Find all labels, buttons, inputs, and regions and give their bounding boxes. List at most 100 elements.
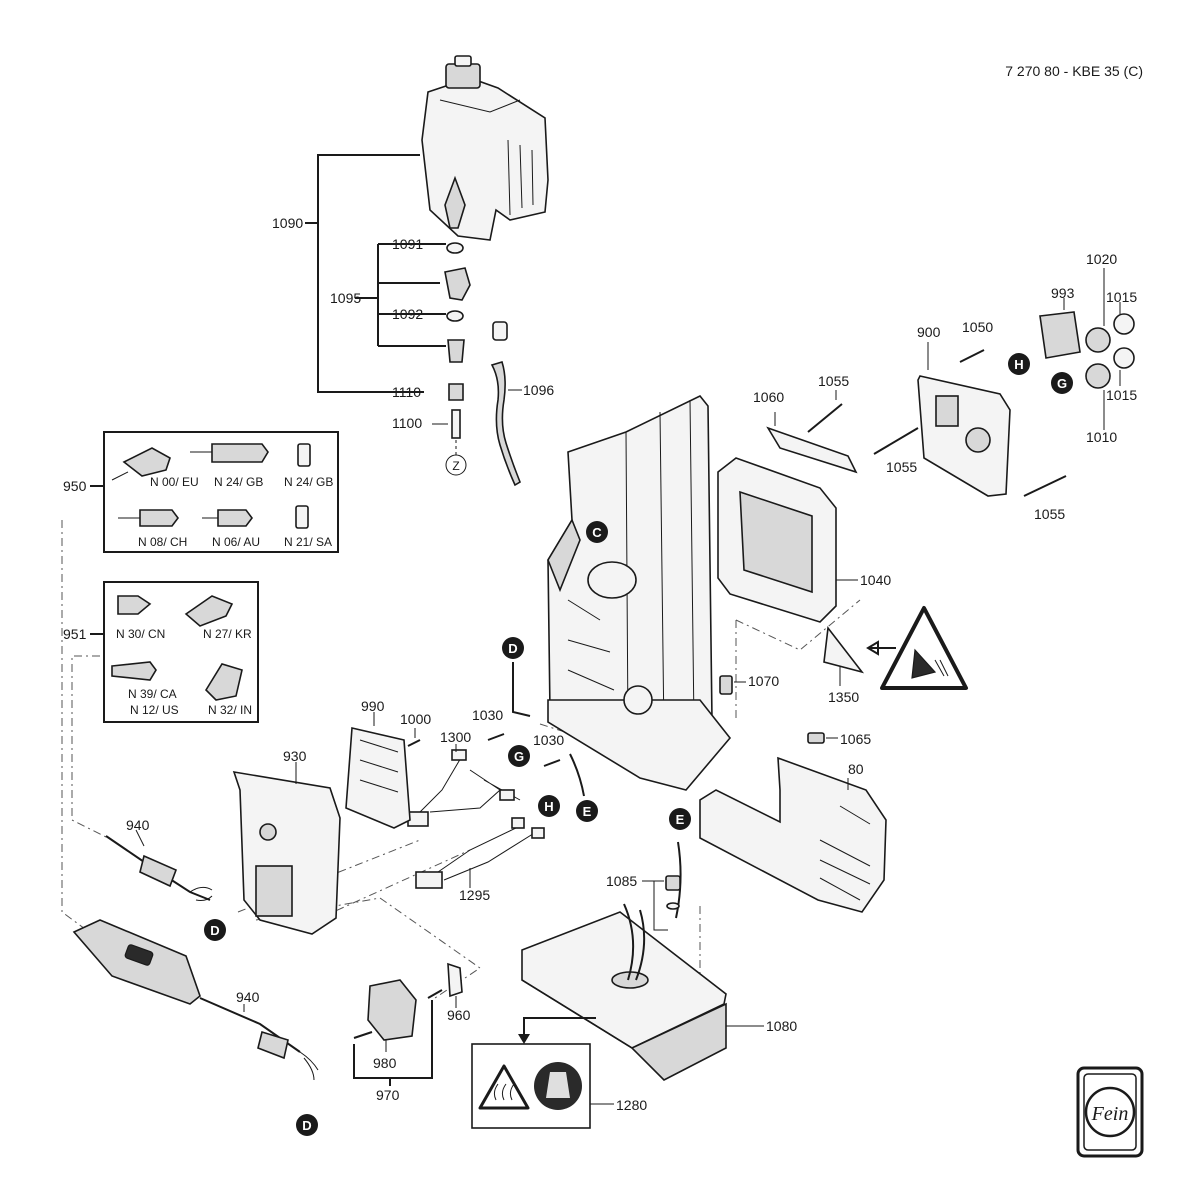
drill-stand-column xyxy=(547,395,732,791)
label-1030a: 1030 xyxy=(472,707,503,723)
label-970: 970 xyxy=(376,1087,400,1103)
label-1065: 1065 xyxy=(840,731,871,747)
svg-text:N 08/ CH: N 08/ CH xyxy=(138,535,187,549)
connector-d-cord1 xyxy=(204,919,226,941)
screw-1030a xyxy=(487,733,505,741)
plug-ch-icon xyxy=(118,509,179,527)
label-940a: 940 xyxy=(126,817,150,833)
plug-kr-icon xyxy=(184,595,234,627)
screw-1050 xyxy=(959,349,985,363)
screw-970a xyxy=(353,1031,373,1039)
label-1092: 1092 xyxy=(392,306,423,322)
connector-g-harness xyxy=(508,745,530,767)
label-1020: 1020 xyxy=(1086,251,1117,267)
label-900: 900 xyxy=(917,324,941,340)
label-1280: 1280 xyxy=(616,1097,647,1113)
label-1055c: 1055 xyxy=(1034,506,1065,522)
screw-1000 xyxy=(407,739,421,747)
svg-text:N 21/ SA: N 21/ SA xyxy=(284,535,332,549)
screw-1055b xyxy=(873,427,919,455)
plug-sa-icon xyxy=(295,505,309,529)
label-1055b: 1055 xyxy=(886,459,917,475)
harness-1295 xyxy=(415,817,545,889)
label-1090: 1090 xyxy=(272,215,303,231)
label-1000: 1000 xyxy=(400,711,431,727)
label-1060: 1060 xyxy=(753,389,784,405)
cap-980 xyxy=(367,979,417,1041)
label-990: 990 xyxy=(361,698,385,714)
label-1050: 1050 xyxy=(962,319,993,335)
connector-d-column xyxy=(502,637,524,659)
tube-1100 xyxy=(451,409,461,439)
label-1080: 1080 xyxy=(766,1018,797,1034)
connector-g-switch xyxy=(1051,372,1073,394)
ground-wire xyxy=(569,753,585,797)
label-1096: 1096 xyxy=(523,382,554,398)
label-1100: 1100 xyxy=(392,415,422,431)
connector-h-switch xyxy=(1008,353,1030,375)
svg-text:N 32/ IN: N 32/ IN xyxy=(208,703,252,717)
plug-gb-icon xyxy=(297,443,311,467)
clip-960 xyxy=(447,962,463,998)
power-cord-940-upper xyxy=(105,835,213,901)
label-1015a: 1015 xyxy=(1106,289,1137,305)
svg-text:E: E xyxy=(583,804,592,819)
connector-d-cord2 xyxy=(296,1114,318,1136)
screw-1055a xyxy=(807,403,843,433)
valve-1095 xyxy=(444,267,471,301)
label-80: 80 xyxy=(848,761,864,777)
screw-1055c xyxy=(1023,475,1067,497)
svg-text:D: D xyxy=(302,1118,311,1133)
svg-text:N 24/ GB: N 24/ GB xyxy=(214,475,263,489)
svg-text:N 39/ CA: N 39/ CA xyxy=(128,687,177,701)
fein-logo: Fein xyxy=(1076,1066,1144,1158)
plug-gb-cord-icon xyxy=(190,443,269,463)
fitting xyxy=(447,339,465,363)
switch-993 xyxy=(1039,311,1081,359)
label-1030b: 1030 xyxy=(533,732,564,748)
svg-text:N 24/ GB: N 24/ GB xyxy=(284,475,333,489)
label-1091: 1091 xyxy=(392,236,423,252)
coolant-hose-1096 xyxy=(490,321,521,487)
svg-text:Z: Z xyxy=(452,459,459,473)
label-1300: 1300 xyxy=(440,729,471,745)
svg-text:H: H xyxy=(544,799,553,814)
screw-1065 xyxy=(807,732,825,744)
svg-text:N 06/ AU: N 06/ AU xyxy=(212,535,260,549)
o-ring-1091 xyxy=(446,242,464,254)
nut-1110 xyxy=(448,383,464,401)
hot-surface-icon xyxy=(478,1064,530,1110)
svg-text:D: D xyxy=(508,641,517,656)
button-1010 xyxy=(1085,363,1111,389)
svg-text:E: E xyxy=(676,812,685,827)
label-1295: 1295 xyxy=(459,887,490,903)
connector-e-base xyxy=(669,808,691,830)
label-1055a: 1055 xyxy=(818,373,849,389)
label-1010: 1010 xyxy=(1086,429,1117,445)
cap-1015a xyxy=(1113,313,1135,335)
frame-1040 xyxy=(717,457,837,623)
pcb-990 xyxy=(345,727,411,829)
washer-1085 xyxy=(666,902,680,910)
connector-c xyxy=(586,521,608,543)
label-1095: 1095 xyxy=(330,290,361,306)
label-950: 950 xyxy=(63,478,87,494)
svg-text:N 12/ US: N 12/ US xyxy=(130,703,179,717)
warning-triangle-icon xyxy=(880,606,968,690)
coolant-tank xyxy=(421,55,549,241)
button-1020 xyxy=(1085,327,1111,353)
label-1110: 1110 xyxy=(392,384,421,400)
plug-ca-icon xyxy=(111,661,157,681)
label-1085: 1085 xyxy=(606,873,637,889)
power-cord-940-lower xyxy=(72,919,319,1081)
svg-text:Fein: Fein xyxy=(1091,1103,1129,1125)
switch-plate-900 xyxy=(917,375,1011,497)
screw-1030b xyxy=(543,759,561,767)
svg-text:H: H xyxy=(1014,357,1023,372)
plug-au-icon xyxy=(202,509,253,527)
label-940b: 940 xyxy=(236,989,260,1005)
label-960: 960 xyxy=(447,1007,471,1023)
label-951: 951 xyxy=(63,626,87,642)
wire-d xyxy=(512,662,531,717)
